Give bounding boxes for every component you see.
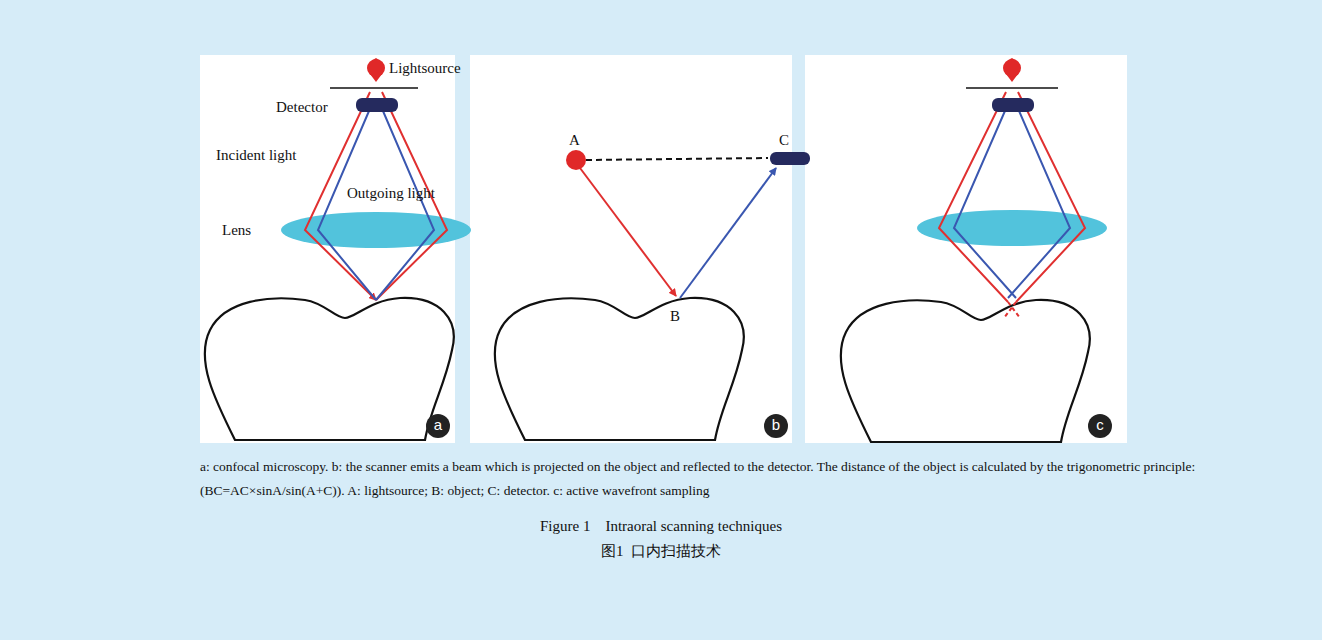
panel-letter: c [1088, 417, 1112, 434]
confocal-figure [205, 58, 471, 440]
figure-caption: a: confocal microscopy. b: the scanner e… [200, 455, 1310, 502]
figure-title-zh: 图1 口内扫描技术 [0, 543, 1322, 560]
point-label: A [569, 132, 580, 149]
panel [805, 55, 1127, 443]
panel [470, 55, 792, 443]
part-label: Detector [276, 99, 328, 116]
point-label: C [779, 132, 789, 149]
part-label: Outgoing light [347, 185, 435, 202]
wavefront-figure [841, 58, 1112, 442]
panel-letter: b [764, 417, 788, 434]
part-label: Lightsource [389, 60, 461, 77]
figure-title: Figure 1 Intraoral scanning techniques [0, 518, 1322, 535]
panel [200, 55, 455, 443]
triangulation-figure [495, 150, 810, 440]
part-label: Incident light [216, 147, 296, 164]
point-label: B [670, 308, 680, 325]
part-label: Lens [222, 222, 251, 239]
panel-letter: a [426, 417, 450, 434]
